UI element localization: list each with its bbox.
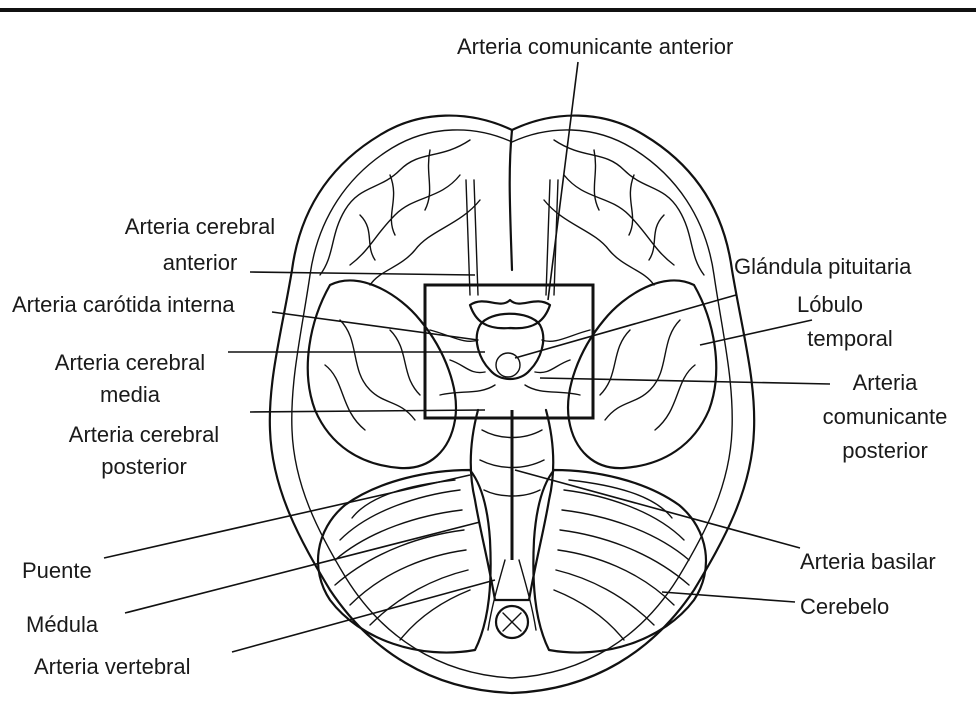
label-posterior-communicating-artery-line2: comunicante <box>800 404 970 430</box>
label-medulla: Médula <box>26 612 98 638</box>
label-temporal-lobe-line2: temporal <box>780 326 920 352</box>
label-middle-cerebral-artery-line1: Arteria cerebral <box>30 350 230 376</box>
cerebellum-folia-right <box>554 480 689 640</box>
label-middle-cerebral-artery-line2: media <box>30 382 230 408</box>
longitudinal-fissure <box>510 130 512 270</box>
temporal-lobe-right <box>568 280 716 468</box>
temporal-gyri <box>325 320 695 430</box>
temporal-lobe-left <box>308 280 456 468</box>
label-cerebellum: Cerebelo <box>800 594 889 620</box>
label-basilar-artery: Arteria basilar <box>800 549 936 575</box>
label-posterior-cerebral-artery-line2: posterior <box>44 454 244 480</box>
cerebellum-folia-left <box>335 480 470 640</box>
label-posterior-communicating-artery-line1: Arteria <box>800 370 970 396</box>
cerebellum-left <box>318 470 491 653</box>
circle-of-willis <box>477 314 544 379</box>
label-posterior-cerebral-artery-line1: Arteria cerebral <box>44 422 244 448</box>
label-pituitary-gland: Glándula pituitaria <box>734 254 911 280</box>
foramen-cross <box>503 613 521 631</box>
label-internal-carotid-artery: Arteria carótida interna <box>12 292 235 318</box>
brain-outline-inner <box>292 130 732 678</box>
label-anterior-cerebral-artery-line1: Arteria cerebral <box>100 214 300 240</box>
label-vertebral-artery: Arteria vertebral <box>34 654 191 680</box>
olfactory-tract-left <box>466 180 478 295</box>
label-anterior-communicating-artery: Arteria comunicante anterior <box>457 34 733 60</box>
label-temporal-lobe-line1: Lóbulo <box>760 292 900 318</box>
label-posterior-communicating-artery-line3: posterior <box>800 438 970 464</box>
label-pons: Puente <box>22 558 92 584</box>
label-anterior-cerebral-artery-line2: anterior <box>100 250 300 276</box>
cerebellum-right <box>533 470 706 653</box>
pituitary-gland <box>496 353 520 377</box>
